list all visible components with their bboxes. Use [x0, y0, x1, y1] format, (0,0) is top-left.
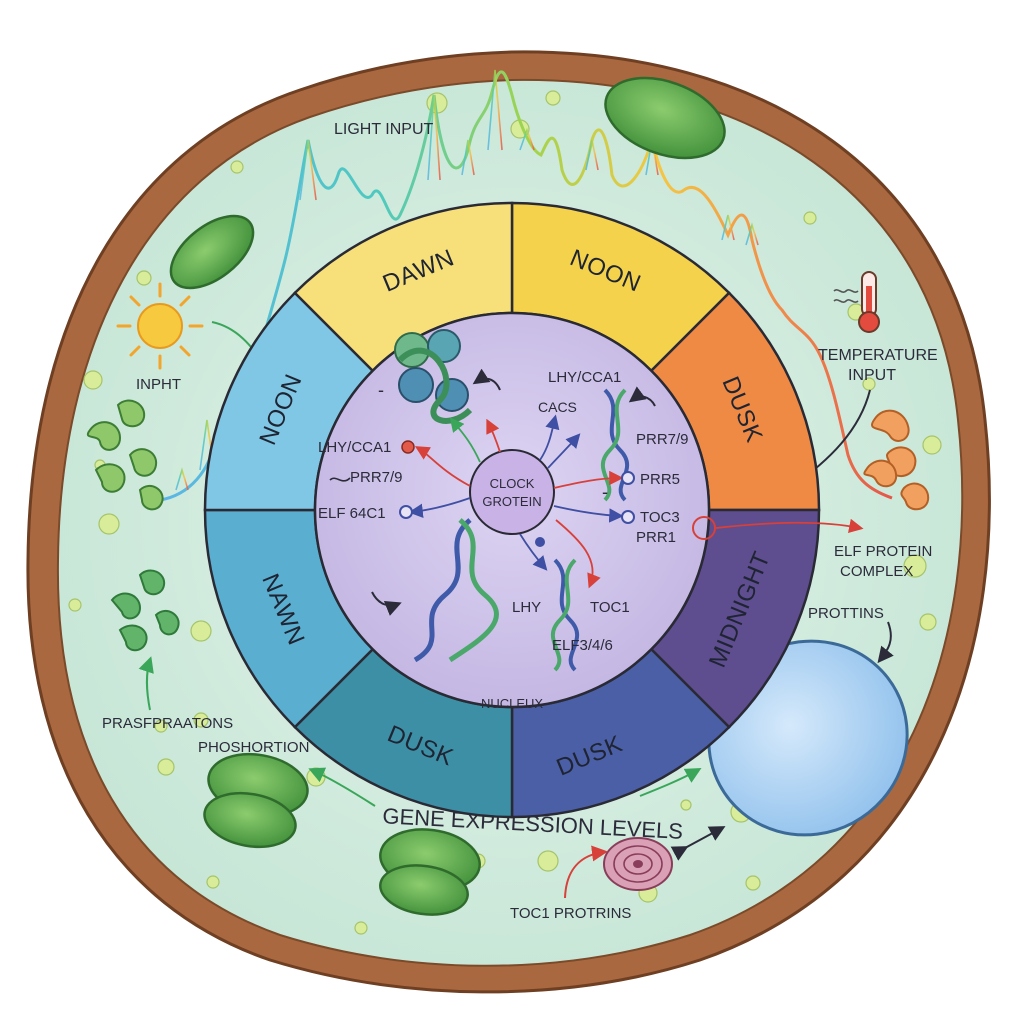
elf-protein-label: ELF PROTEIN [834, 543, 932, 560]
elf-complex-label: COMPLEX [840, 563, 913, 580]
dna-helix-left-icon [413, 518, 499, 663]
toc1-protein-icon [603, 837, 673, 891]
toc1-protrins-label: TOC1 PROTRINS [510, 905, 631, 922]
chloroplast-left [169, 214, 255, 290]
prr5-node [621, 471, 635, 485]
prottins-arrow [877, 621, 894, 664]
phosphortion-label: PHOSHORTION [198, 739, 309, 756]
gene-expression-arrow-right [639, 768, 702, 797]
hub-label-line1: CLOCK [490, 476, 535, 491]
curved-arrow-top-right [628, 386, 656, 407]
tilde-arrow [329, 477, 351, 482]
lhy-cca1-left-label: LHY/CCA1 [318, 439, 391, 456]
prasfpraatons-label: PRASFPRAATONS [102, 715, 233, 732]
lhy-label: LHY [512, 599, 541, 616]
sun-icon [116, 282, 204, 370]
dna-helix-bottom-icon [550, 558, 580, 672]
curved-arrow-bottom-left [371, 591, 402, 616]
toc1-vacuole-arrow [670, 826, 726, 861]
lhy-cca1-top-label: LHY/CCA1 [548, 369, 621, 386]
lhy-cca1-node [401, 440, 415, 454]
green-protein-cluster-top [86, 399, 164, 511]
phosphorylation-arrow [138, 656, 154, 711]
gene-expression-arrow-left [308, 767, 376, 807]
chloroplast-top [604, 76, 726, 160]
elf346-label: ELF3/4/6 [552, 637, 613, 654]
dna-helix-top-right-icon [600, 388, 630, 502]
green-protein-cluster-bottom [110, 569, 180, 652]
chloroplast-bottom [379, 828, 481, 916]
toc3-label: TOC3 [640, 509, 680, 526]
toc1-label: TOC1 [590, 599, 630, 616]
inpht-label: INPHT [136, 376, 181, 393]
hub-label-line2: GROTEIN [482, 494, 541, 509]
prr79-left-label: PRR7/9 [350, 469, 403, 486]
elf-complex-node [692, 516, 716, 540]
prr79-right-label: PRR7/9 [636, 431, 689, 448]
hub-arrows [408, 414, 624, 589]
minus-sign-right: - [602, 482, 608, 502]
toc1-arrow-in [564, 845, 608, 899]
light-spectrum-curve [159, 70, 893, 502]
clock-protein-molecule-icon [394, 329, 473, 424]
orange-protein-cluster [863, 409, 930, 511]
temperature-label: TEMPERATURE [818, 347, 938, 364]
temperature-input-label: INPUT [848, 367, 896, 384]
toc3-node [621, 510, 635, 524]
cacs-label: CACS [538, 399, 577, 415]
minus-sign-top: - [378, 380, 384, 400]
lhy-node [535, 537, 545, 547]
prr5-label: PRR5 [640, 471, 680, 488]
elf-node [399, 505, 413, 519]
elf-left-label: ELF 64C1 [318, 505, 386, 522]
nucleux-label: NUCLEUX [481, 696, 543, 711]
prr1-label: PRR1 [636, 529, 676, 546]
elf-complex-arrow [715, 518, 864, 533]
curved-arrow-top-left [472, 368, 501, 391]
thermometer-icon [833, 271, 880, 333]
prottins-label: PROTTINS [808, 605, 884, 622]
chloroplast-bottom-left [203, 752, 309, 849]
light-input-label: LIGHT INPUT [334, 121, 434, 138]
clock-protein-hub[interactable] [469, 449, 555, 535]
